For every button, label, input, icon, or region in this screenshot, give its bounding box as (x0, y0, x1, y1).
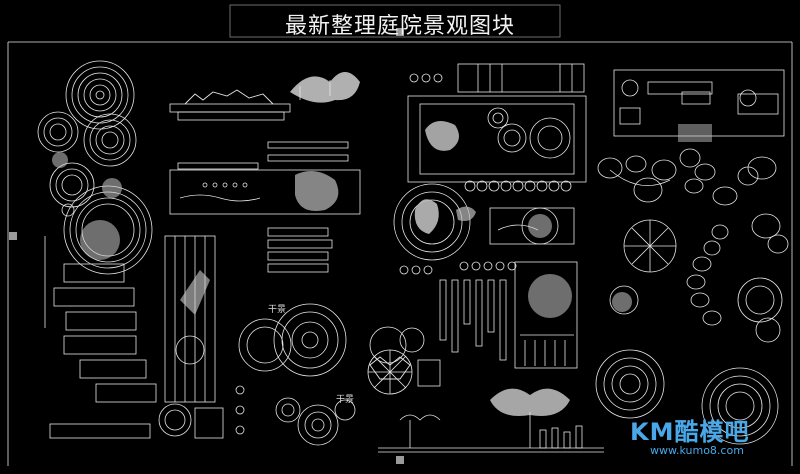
label-dry-scene-1: 干景 (268, 305, 287, 315)
cad-grips (9, 28, 404, 464)
radial-umbrella (367, 219, 677, 395)
stepping-stones-right (597, 148, 789, 326)
drawing-title: 最新整理庭院景观图块 (284, 14, 515, 39)
round-patterns-center (158, 303, 441, 446)
stepping-slabs-left (44, 236, 157, 439)
bottom-elevation (378, 388, 604, 453)
plaza-plan (407, 63, 587, 192)
drawing-frame (7, 4, 793, 466)
watermark-url: www.kumo8.com (650, 444, 744, 457)
concentric-circles-group (37, 60, 153, 275)
vertical-bars (399, 261, 578, 369)
plan-strip-top (169, 72, 360, 121)
watermark-brand: KM酷模吧 (630, 418, 750, 446)
tree-canopies (52, 152, 632, 318)
right-lower-circles (595, 277, 783, 445)
right-top-panel (613, 69, 785, 142)
rock-concentric (393, 183, 476, 261)
center-bars (169, 141, 361, 273)
board-panel (164, 235, 216, 403)
label-dry-scene-2: 干景 (336, 395, 355, 405)
